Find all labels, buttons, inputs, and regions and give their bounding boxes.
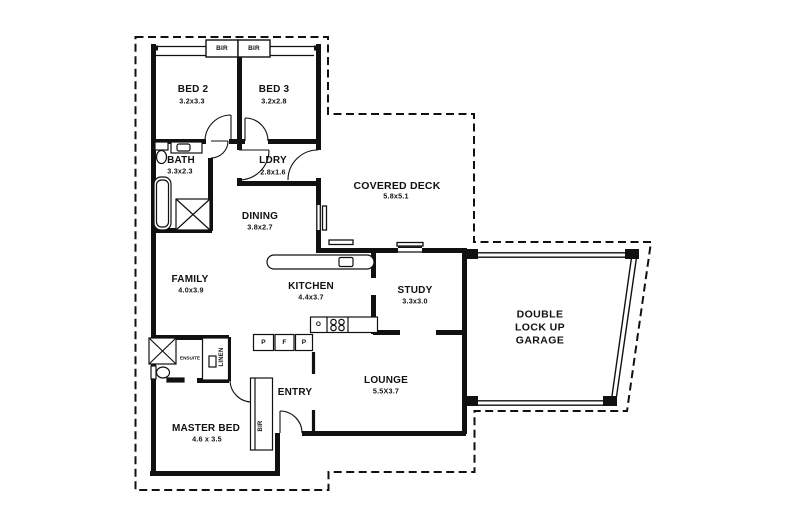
room-label-bed2: BED 2 <box>177 84 209 95</box>
fridge-cabinet <box>274 333 295 352</box>
room-label-bed3: BED 3 <box>258 84 290 95</box>
room-dims-study: 3.3x3.0 <box>402 295 428 305</box>
pantry-left-label: P <box>261 338 266 346</box>
room-label-study: STUDY <box>397 285 433 296</box>
master-bir-closet <box>249 377 274 451</box>
ensuite-fixtures <box>148 337 274 451</box>
cooktop-burner <box>338 324 345 332</box>
ensuite-vanity <box>166 377 185 383</box>
pantry-cabinet <box>252 333 275 352</box>
room-label-master-bed: MASTER BED <box>171 423 241 434</box>
room-label-family: FAMILY <box>171 274 209 285</box>
cooktop-burner <box>330 324 337 332</box>
room-dims-family: 4.0x3.9 <box>178 284 204 294</box>
bir-label-master: BIR <box>258 420 264 432</box>
bath-basin <box>176 143 191 152</box>
ensuite-label: ENSUITE <box>180 355 200 361</box>
property-boundary-dashed-line <box>134 36 653 491</box>
room-dims-bed3: 3.2x2.8 <box>261 95 287 105</box>
room-dims-master-bed: 4.6 x 3.5 <box>192 433 222 443</box>
bath-fixtures <box>153 141 211 231</box>
bath-toilet-bowl <box>155 149 168 165</box>
room-dims-bed2: 3.2x3.3 <box>179 95 205 105</box>
cooktop-burner <box>330 318 337 326</box>
windows <box>156 45 424 253</box>
room-label-entry: ENTRY <box>277 387 313 398</box>
bir-closets <box>205 39 271 58</box>
linen-door <box>208 355 217 368</box>
room-label-covered-deck: COVERED DECK <box>353 179 441 192</box>
bath-toilet-cistern <box>154 141 169 151</box>
pantry-cabinet <box>294 333 314 352</box>
ensuite-toilet-bowl <box>155 366 171 379</box>
room-label-ldry: LDRY <box>259 155 287 166</box>
bir-label-bed2: BIR <box>216 44 228 52</box>
room-dims-dining: 3.8x2.7 <box>247 222 273 232</box>
room-label-garage: DOUBLE LOCK UP GARAGE <box>514 308 566 347</box>
kitchen-island-bench <box>266 254 375 270</box>
linen-label: LINEN <box>219 347 225 367</box>
cooktop-burner <box>338 318 345 326</box>
room-dims-lounge: 5.5X3.7 <box>372 385 400 395</box>
room-dims-ldry: 2.8x1.6 <box>260 166 286 176</box>
kitchen-sink <box>338 256 354 268</box>
room-dims-bath: 3.3x2.3 <box>167 166 193 176</box>
room-dims-kitchen: 4.4x3.7 <box>298 291 324 301</box>
garage-walls <box>478 252 638 406</box>
room-label-kitchen: KITCHEN <box>288 281 334 292</box>
room-label-bath: BATH <box>167 155 195 166</box>
room-dims-covered-deck: 5.8x5.1 <box>383 190 409 200</box>
pantry-right-label: P <box>301 338 307 346</box>
ensuite-toilet-cistern <box>150 365 157 380</box>
fridge-label: F <box>282 338 287 346</box>
room-label-dining: DINING <box>241 211 279 222</box>
kitchen-fixture-shapes <box>252 254 379 352</box>
room-label-lounge: LOUNGE <box>364 375 408 386</box>
oven-label: O <box>315 320 322 328</box>
bir-label-bed3: BIR <box>248 44 260 52</box>
